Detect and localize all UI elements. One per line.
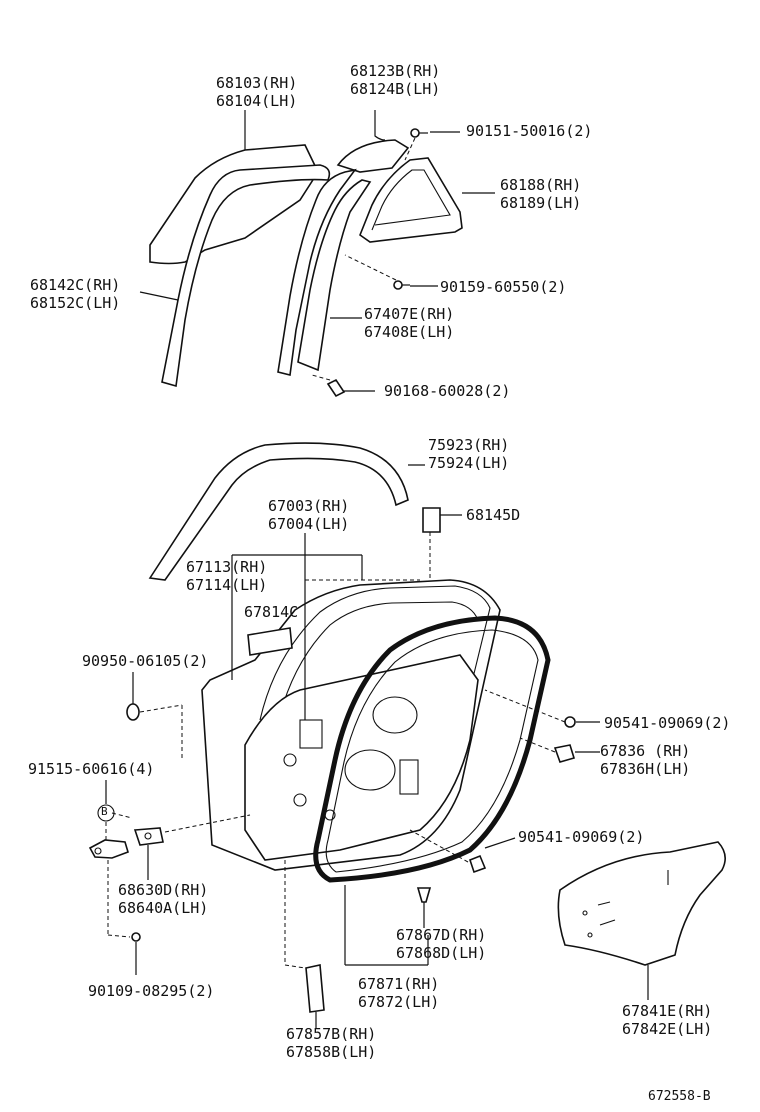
screw-icon-2 bbox=[326, 378, 346, 398]
label-pad: 68145D bbox=[466, 506, 521, 524]
label-clip: 67867D(RH)67868D(LH) bbox=[396, 926, 487, 962]
drawing-id: 672558-B bbox=[648, 1089, 711, 1104]
nut-icon bbox=[564, 716, 576, 728]
label-screw-3: 90109-08295(2) bbox=[88, 982, 215, 1000]
label-bolt-1: 90159-60550(2) bbox=[440, 278, 567, 296]
label-nut-2: 90541-09069(2) bbox=[518, 828, 645, 846]
clip bbox=[416, 887, 432, 903]
bolt-icon bbox=[393, 280, 410, 290]
screw-icon bbox=[410, 128, 428, 138]
label-hinge: 68630D(RH)68640A(LH) bbox=[118, 881, 209, 917]
door-weatherstrip bbox=[313, 615, 551, 883]
label-cushion: 67836 (RH)67836H(LH) bbox=[600, 742, 691, 778]
label-run-channel: 68142C(RH)68152C(LH) bbox=[30, 276, 121, 312]
pad-68145D bbox=[422, 507, 441, 533]
label-screw-2: 90168-60028(2) bbox=[384, 382, 511, 400]
quarter-window-frame bbox=[359, 157, 463, 243]
quarter-glass bbox=[336, 139, 410, 173]
belt-moulding bbox=[148, 442, 409, 581]
cushion bbox=[553, 744, 576, 763]
label-screw-1: 90151-50016(2) bbox=[466, 122, 593, 140]
hinge bbox=[88, 827, 164, 859]
label-plug: 67857B(RH)67858B(LH) bbox=[286, 1025, 377, 1061]
label-division-bar: 67407E(RH)67408E(LH) bbox=[364, 305, 455, 341]
label-outer-panel: 67113(RH)67114(LH) bbox=[186, 558, 268, 594]
label-glass: 68103(RH)68104(LH) bbox=[216, 74, 298, 110]
door-inner-panel bbox=[244, 654, 479, 861]
label-seal-pad: 67814C bbox=[244, 603, 299, 621]
seal-pad bbox=[247, 627, 293, 656]
plug bbox=[305, 964, 325, 1013]
label-door-panel: 67003(RH)67004(LH) bbox=[268, 497, 350, 533]
label-nut-1: 90541-09069(2) bbox=[604, 714, 731, 732]
hole-cover bbox=[557, 841, 726, 966]
door-glass bbox=[149, 144, 319, 265]
division-bar-inner bbox=[297, 179, 372, 372]
label-hole-cover: 67841E(RH)67842E(LH) bbox=[622, 1002, 713, 1038]
label-weatherstrip: 67871(RH)67872(LH) bbox=[358, 975, 440, 1011]
division-bar bbox=[277, 168, 357, 376]
glass-run-channel bbox=[161, 164, 331, 388]
label-quarter-glass: 68123B(RH)68124B(LH) bbox=[350, 62, 441, 98]
label-quarter-frame: 68188(RH)68189(LH) bbox=[500, 176, 582, 212]
hole-plug bbox=[126, 703, 140, 721]
label-hole-plug: 90950-06105(2) bbox=[82, 652, 209, 670]
marker-b-letter: B bbox=[101, 805, 108, 818]
label-bolt-2: 91515-60616(4) bbox=[28, 760, 155, 778]
nut-icon-2 bbox=[469, 854, 487, 874]
label-moulding: 75923(RH)75924(LH) bbox=[428, 436, 510, 472]
screw-icon-3 bbox=[131, 932, 141, 942]
door-frame bbox=[259, 585, 491, 721]
